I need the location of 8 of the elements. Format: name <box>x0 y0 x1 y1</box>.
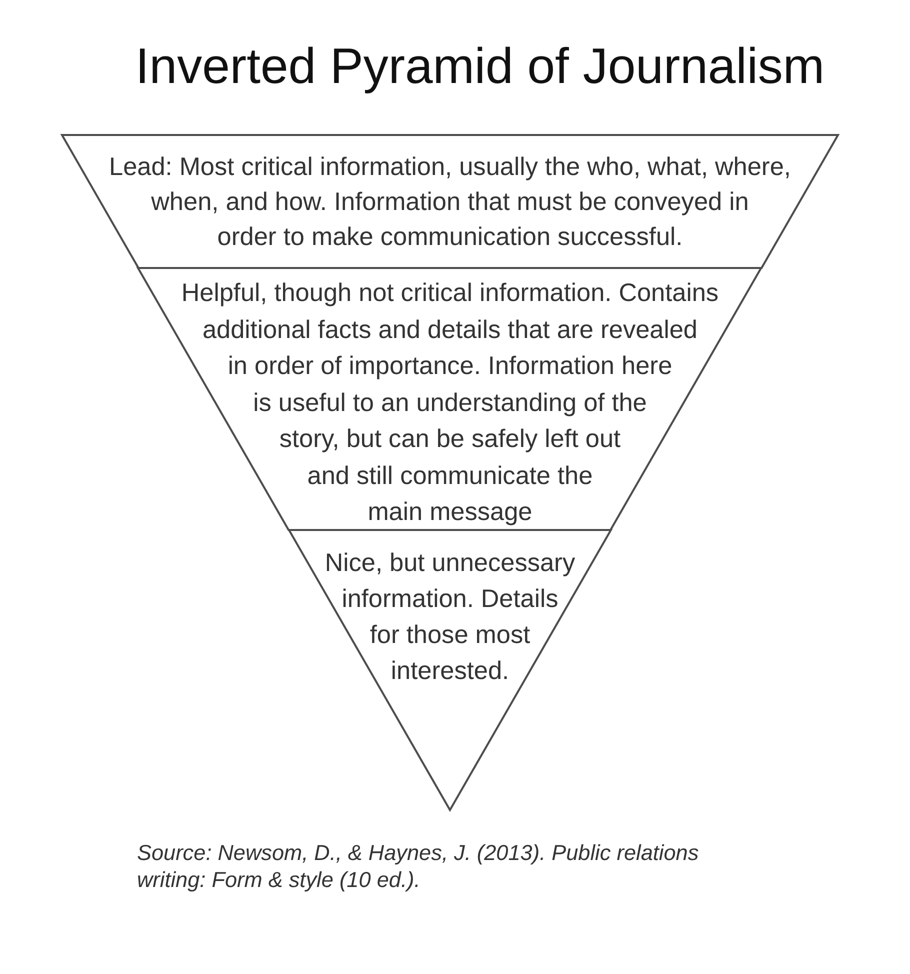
pyramid-section <box>289 530 611 810</box>
diagram-title: Inverted Pyramid of Journalism <box>135 38 825 95</box>
section-text: Helpful, though not critical information. Contains additional facts and details that are revealed in order of importance. Information here is useful to an understanding of the story, but can be safely left out and still communicate the main message <box>181 279 719 526</box>
section-text: Lead: Most critical information, usually the who, what, where, when, and how. Information that must be conveyed in order to make communication successful. <box>109 152 791 250</box>
pyramid-section <box>62 135 838 268</box>
pyramid-section <box>138 268 762 530</box>
section-text: Nice, but unnecessary information. Details for those most interested. <box>324 549 576 685</box>
source-caption: Source: Newsom, D., & Haynes, J. (2013). Public relations writing: Form & style (10 ed.). <box>137 839 700 893</box>
